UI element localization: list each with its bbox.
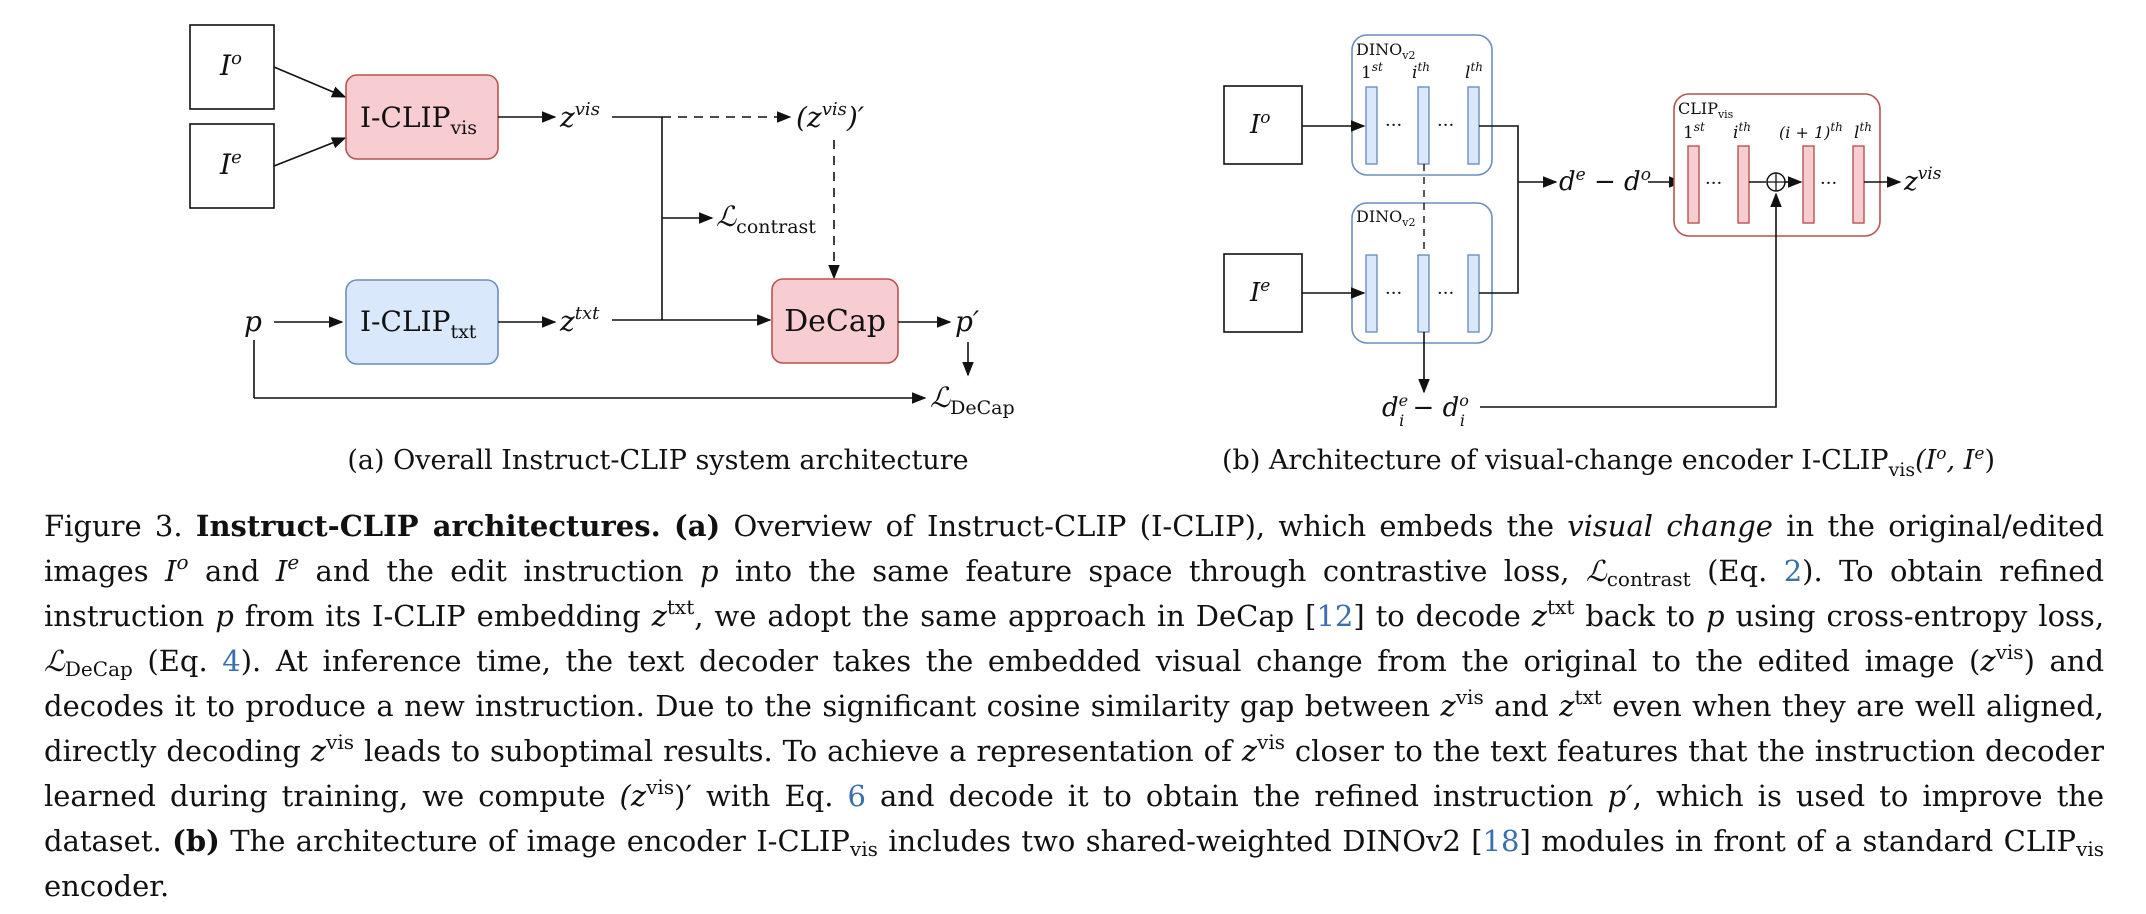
clip-dots-2: ··· [1820, 173, 1837, 194]
figure-diagram: Io Ie I-CLIPvis zvis (zvis)′ ℒcontrast p… [189, 24, 1995, 481]
dino-top-layer-i: ith [1412, 60, 1430, 83]
b-z-vis-label: zvis [1903, 164, 1942, 197]
input-edited-label: Ie [219, 147, 242, 181]
caption-paragraph: Figure 3. Instruct-CLIP architectures. (… [44, 509, 2105, 903]
figure-label: Figure 3. [44, 509, 183, 543]
clip-vis-module [1673, 93, 1881, 237]
dino-top-layer-l: lth [1465, 60, 1483, 83]
b-input-edited-box [1223, 253, 1303, 333]
eq6-link[interactable]: 6 [847, 779, 866, 813]
z-vis-prime-label: (zvis)′ [796, 99, 865, 134]
clip-dots-1: ··· [1705, 173, 1722, 194]
dino-top-label: DINOv2 [1356, 40, 1415, 62]
clip-layer-i: ith [1733, 120, 1751, 143]
input-edited-box [189, 123, 275, 209]
z-txt-label: ztxt [559, 303, 600, 338]
dino-top-dots-1: ··· [1385, 115, 1402, 136]
panel-a-caption: (a) Overall Instruct-CLIP system archite… [347, 445, 968, 476]
clip-layer-l: lth [1854, 120, 1872, 143]
panel-b: Io Ie DINOv2 1st ith lth ··· ··· DINOv2 … [1222, 34, 1995, 481]
instruction-p-prime-label: p′ [955, 305, 980, 338]
dino-top-layer-1: 1st [1361, 60, 1383, 83]
ref12-link[interactable]: 12 [1316, 599, 1354, 633]
panel-a: Io Ie I-CLIPvis zvis (zvis)′ ℒcontrast p… [189, 24, 1015, 476]
figure-caption: Figure 3. Instruct-CLIP architectures. (… [44, 504, 2104, 909]
dino-top-dots-2: ··· [1437, 115, 1454, 136]
loss-contrast-label: ℒcontrast [716, 200, 816, 238]
dino-bottom-dots-1: ··· [1385, 283, 1402, 304]
instruction-p-label: p [244, 305, 262, 338]
dino-bottom-dots-2: ··· [1437, 283, 1454, 304]
dino-bottom-label: DINOv2 [1356, 207, 1415, 229]
clip-vis-label: CLIPvis [1678, 99, 1734, 121]
eq2-link[interactable]: 2 [1783, 554, 1803, 588]
decap-label: DeCap [784, 304, 886, 339]
b-input-original-box [1223, 85, 1303, 165]
input-original-label: Io [219, 48, 242, 82]
eq4-link[interactable]: 4 [222, 644, 241, 678]
b-input-edited-label: Ie [1249, 276, 1270, 308]
caption-title: Instruct-CLIP architectures. [195, 509, 661, 543]
panel-b-caption: (b) Architecture of visual-change encode… [1222, 444, 1995, 481]
decap-decoder [771, 278, 899, 364]
loss-decap-label: ℒDeCap [930, 381, 1015, 419]
clip-layer-i1: (i + 1)th [1779, 120, 1843, 142]
ref18-link[interactable]: 18 [1482, 824, 1520, 858]
input-original-box [189, 24, 275, 110]
i-clip-txt-label: I-CLIPtxt [360, 305, 477, 343]
caption-label-b: (b) [172, 824, 220, 858]
z-vis-label: zvis [559, 99, 600, 134]
b-input-original-label: Io [1249, 108, 1271, 140]
global-diff-label: de − do [1559, 165, 1651, 197]
clip-layer-1: 1st [1683, 120, 1705, 143]
caption-label-a: (a) [673, 509, 721, 543]
i-clip-vis-label: I-CLIPvis [360, 101, 477, 139]
